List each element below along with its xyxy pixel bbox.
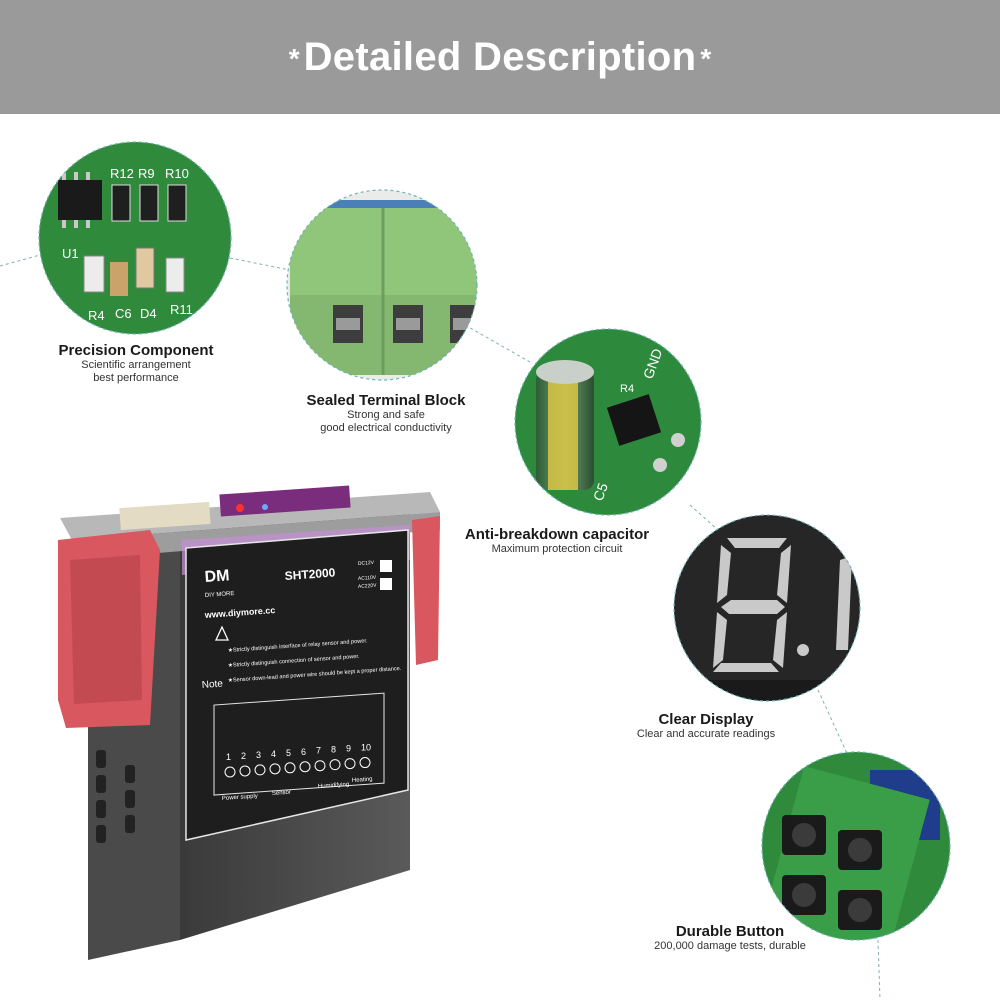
feature-line: 200,000 damage tests, durable	[654, 940, 806, 952]
svg-text:Heating: Heating	[352, 777, 373, 784]
screw-terminal-icon	[329, 759, 341, 771]
feature-title: Durable Button	[675, 923, 785, 940]
thermostat-device	[58, 485, 440, 960]
svg-text:DC12V: DC12V	[358, 560, 375, 567]
screw-terminal-icon	[344, 758, 356, 770]
seven-segment-display-image	[674, 515, 860, 701]
svg-text:R4: R4	[88, 308, 105, 323]
caption-sealed-terminal-block: Sealed Terminal Block Strong and safe go…	[286, 392, 486, 435]
terminal-number: 2	[241, 751, 246, 761]
feature-line: Strong and safe	[347, 409, 425, 421]
svg-text:DIY MORE: DIY MORE	[205, 591, 235, 599]
feature-line: Maximum protection circuit	[491, 543, 623, 555]
screw-terminal-icon	[224, 766, 236, 778]
caption-anti-breakdown-capacitor: Anti-breakdown capacitor Maximum protect…	[452, 526, 662, 556]
svg-text:AC110V: AC110V	[358, 575, 377, 582]
svg-text:www.diymore.cc: www.diymore.cc	[203, 605, 275, 620]
svg-text:R9: R9	[138, 166, 155, 181]
star-icon: *	[700, 43, 712, 74]
svg-text:R11: R11	[170, 302, 193, 317]
svg-text:AC220V: AC220V	[358, 583, 378, 590]
feature-line: Clear and accurate readings	[636, 728, 776, 740]
capacitor-image: GND R4 C5	[515, 329, 701, 515]
screw-terminal-icon	[359, 757, 371, 769]
screw-terminal-icon	[314, 760, 326, 772]
terminal-number: 7	[316, 746, 321, 756]
terminal-block-image	[287, 190, 477, 380]
svg-text:SHT2000: SHT2000	[284, 565, 336, 583]
brand-logo: DM	[204, 567, 230, 586]
terminal-number: 9	[346, 744, 351, 754]
feature-line: best performance	[93, 372, 179, 384]
connector-lines	[0, 254, 881, 1000]
terminal-number: 3	[256, 750, 261, 760]
svg-text:C5: C5	[590, 481, 611, 503]
feature-title: Anti-breakdown capacitor	[464, 526, 650, 543]
svg-text:U1: U1	[62, 246, 79, 261]
svg-text:R4: R4	[620, 383, 634, 395]
screw-terminal-icon	[254, 764, 266, 776]
svg-text:R10: R10	[165, 166, 189, 181]
svg-text:Note: Note	[201, 679, 223, 691]
caption-clear-display: Clear Display Clear and accurate reading…	[606, 711, 806, 741]
screw-terminal-icon	[239, 765, 251, 777]
svg-text:C6: C6	[115, 306, 132, 321]
svg-text:D4: D4	[140, 306, 157, 321]
screw-terminal-icon	[269, 763, 281, 775]
precision-component-image: R12 R9 R10 U1 R4 C6 D4 R11	[39, 142, 231, 334]
feature-line: Scientific arrangement	[81, 359, 191, 371]
svg-text:Sensor: Sensor	[272, 790, 291, 797]
terminal-number: 4	[271, 749, 276, 759]
feature-line: good electrical conductivity	[320, 422, 452, 434]
header-banner: * Detailed Description *	[0, 0, 1000, 114]
page-title: Detailed Description	[303, 34, 697, 79]
buttons-image	[762, 752, 950, 940]
terminal-number: 1	[226, 752, 231, 762]
caption-durable-button: Durable Button 200,000 damage tests, dur…	[630, 923, 830, 953]
feature-title: Clear Display	[658, 711, 754, 728]
terminal-number: 5	[286, 748, 291, 758]
svg-text:R12: R12	[110, 166, 134, 181]
svg-text:Power supply: Power supply	[222, 793, 258, 801]
caption-precision-component: Precision Component Scientific arrangeme…	[36, 342, 236, 385]
screw-terminal-icon	[284, 762, 296, 774]
screw-terminal-icon	[299, 761, 311, 773]
terminal-number: 6	[301, 747, 306, 757]
star-icon: *	[288, 43, 300, 74]
feature-title: Sealed Terminal Block	[306, 392, 466, 409]
svg-text:Humidifying: Humidifying	[318, 782, 350, 790]
terminal-number: 10	[361, 743, 371, 753]
feature-title: Precision Component	[58, 342, 214, 359]
terminal-number: 8	[331, 745, 336, 755]
